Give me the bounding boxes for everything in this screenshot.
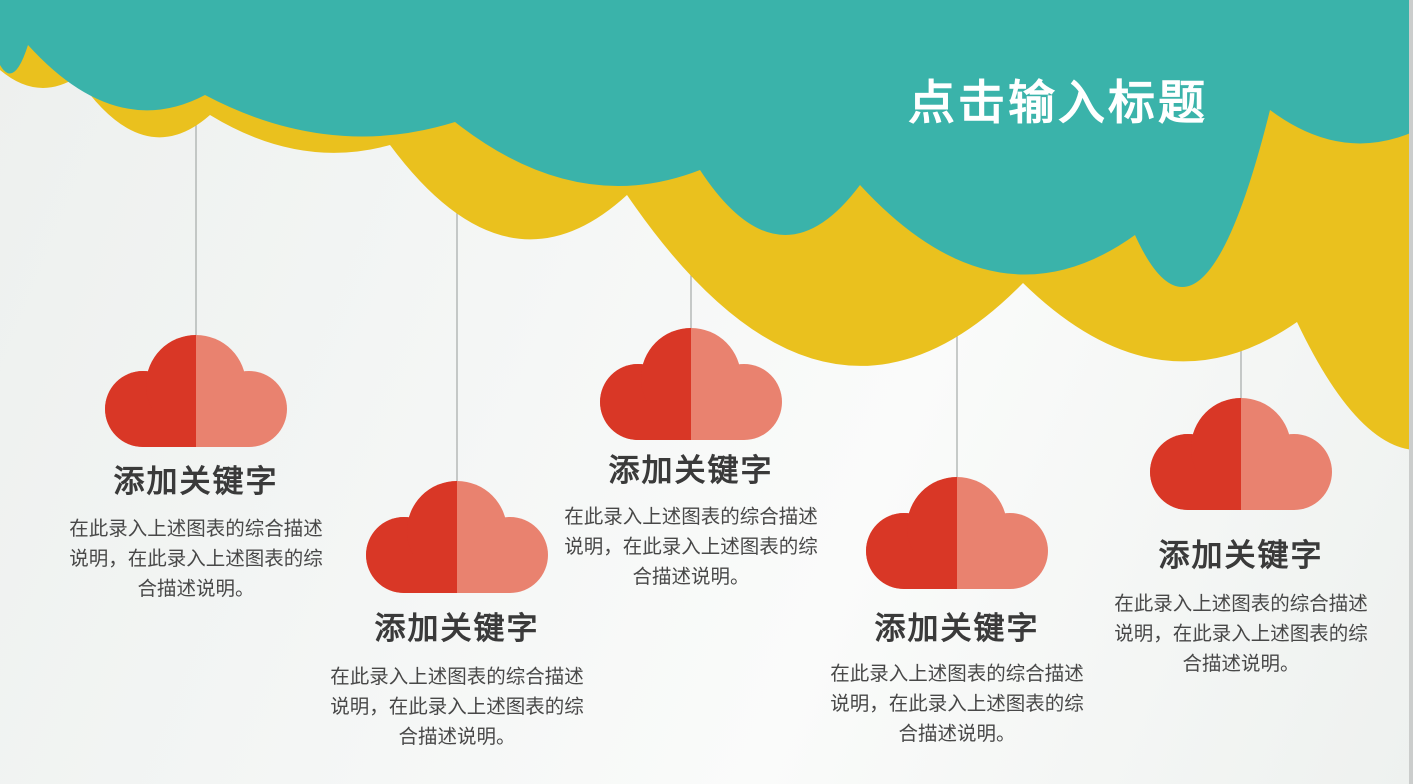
keyword-block-5[interactable]: 添加关键字 — [1106, 537, 1376, 575]
keyword-description-2[interactable]: 在此录入上述图表的综合描述说明，在此录入上述图表的综合描述说明。 — [330, 666, 584, 748]
slide-title[interactable]: 点击输入标题 — [908, 76, 1208, 129]
keyword-heading: 添加关键字 — [608, 453, 774, 488]
keyword-block-3[interactable]: 添加关键字 — [556, 452, 826, 490]
red-cloud-ornament — [366, 481, 548, 593]
keyword-heading: 添加关键字 — [874, 611, 1040, 646]
red-cloud-ornament — [866, 477, 1048, 589]
red-cloud-ornament — [600, 328, 782, 440]
keyword-description-3[interactable]: 在此录入上述图表的综合描述说明，在此录入上述图表的综合描述说明。 — [564, 506, 818, 588]
teal-cloud-banner — [0, 0, 1413, 287]
red-cloud-ornament — [1150, 398, 1332, 510]
keyword-description-1[interactable]: 在此录入上述图表的综合描述说明，在此录入上述图表的综合描述说明。 — [69, 518, 323, 600]
keyword-heading: 添加关键字 — [113, 464, 279, 499]
keyword-block-4[interactable]: 添加关键字 — [822, 610, 1092, 648]
slide-right-edge — [1409, 0, 1413, 784]
keyword-description-4[interactable]: 在此录入上述图表的综合描述说明，在此录入上述图表的综合描述说明。 — [830, 663, 1084, 745]
keyword-block-2[interactable]: 添加关键字 — [322, 610, 592, 648]
keyword-heading: 添加关键字 — [1158, 538, 1324, 573]
keyword-description-5[interactable]: 在此录入上述图表的综合描述说明，在此录入上述图表的综合描述说明。 — [1114, 593, 1368, 675]
keyword-block-1[interactable]: 添加关键字 — [61, 463, 331, 501]
keyword-heading: 添加关键字 — [374, 611, 540, 646]
red-cloud-ornament — [105, 335, 287, 447]
